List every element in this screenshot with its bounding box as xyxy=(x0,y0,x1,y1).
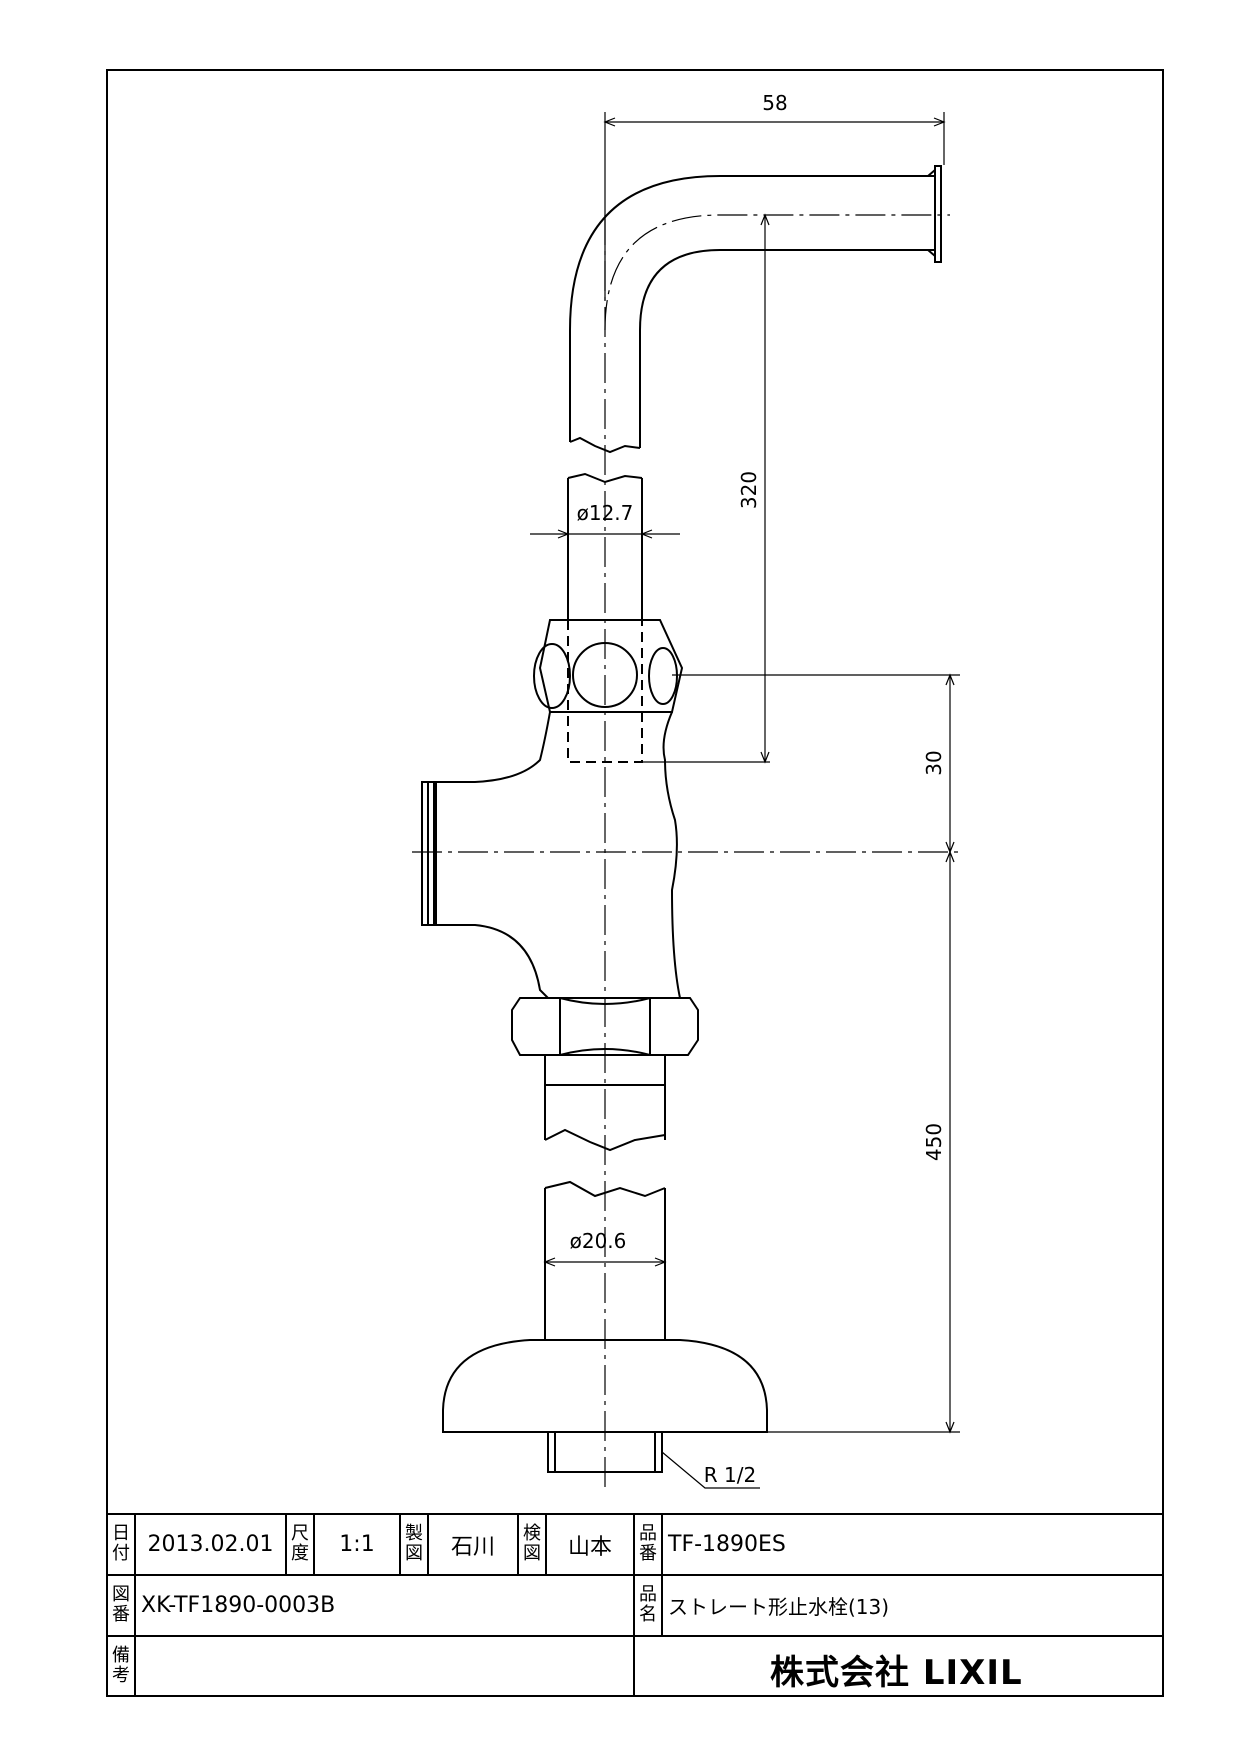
dim-pipe-diameter: ø12.7 xyxy=(577,501,634,525)
break-line-upper xyxy=(569,436,641,454)
upper-nut xyxy=(538,619,684,713)
drawing-frame xyxy=(106,69,1164,1697)
lower-hex-nut xyxy=(511,997,699,1056)
drawing-no-value: XK-TF1890-0003B xyxy=(141,1593,336,1618)
title-block-grid xyxy=(107,1513,1163,1696)
flange-cap xyxy=(442,1339,768,1433)
scale-value: 1:1 xyxy=(339,1532,375,1557)
dim-thread: R 1/2 xyxy=(704,1463,756,1487)
dim-body-diameter: ø20.6 xyxy=(570,1229,627,1253)
label-remarks: 備 考 xyxy=(112,1645,130,1686)
label-date: 日 付 xyxy=(112,1523,130,1564)
company-logo-text: 株式会社 LIXIL xyxy=(770,1653,1023,1693)
dim-320: 320 xyxy=(737,471,761,509)
spout-outer-curve xyxy=(569,175,935,442)
valve-body xyxy=(427,711,682,999)
dim-450: 450 xyxy=(922,1123,946,1161)
label-drafter: 製 図 xyxy=(405,1523,423,1564)
break-line-pipe xyxy=(567,472,643,484)
part-no-value: TF-1890ES xyxy=(668,1532,786,1557)
label-checker: 検 図 xyxy=(523,1523,541,1564)
break-line-neck xyxy=(544,1128,666,1152)
dim-58: 58 xyxy=(762,91,787,115)
drafter-value: 石川 xyxy=(450,1534,495,1560)
hidden-insert xyxy=(567,620,643,763)
faucet-outline xyxy=(421,165,942,1473)
wall-flange xyxy=(934,165,942,263)
break-line-lower xyxy=(544,1180,666,1198)
label-part-name: 品 名 xyxy=(639,1584,657,1625)
dimension-lines xyxy=(530,112,960,1489)
label-scale: 尺 度 xyxy=(291,1523,309,1564)
part-name-value: ストレート形止水栓(13) xyxy=(668,1595,890,1619)
label-part-no: 品 番 xyxy=(639,1523,657,1564)
spout-inner-curve xyxy=(639,249,935,448)
side-port xyxy=(421,781,435,926)
date-value: 2013.02.01 xyxy=(147,1532,274,1557)
checker-value: 山本 xyxy=(567,1534,612,1560)
dim-30: 30 xyxy=(922,750,946,775)
center-lines xyxy=(412,214,960,1490)
label-drawing-no: 図 番 xyxy=(112,1584,130,1625)
